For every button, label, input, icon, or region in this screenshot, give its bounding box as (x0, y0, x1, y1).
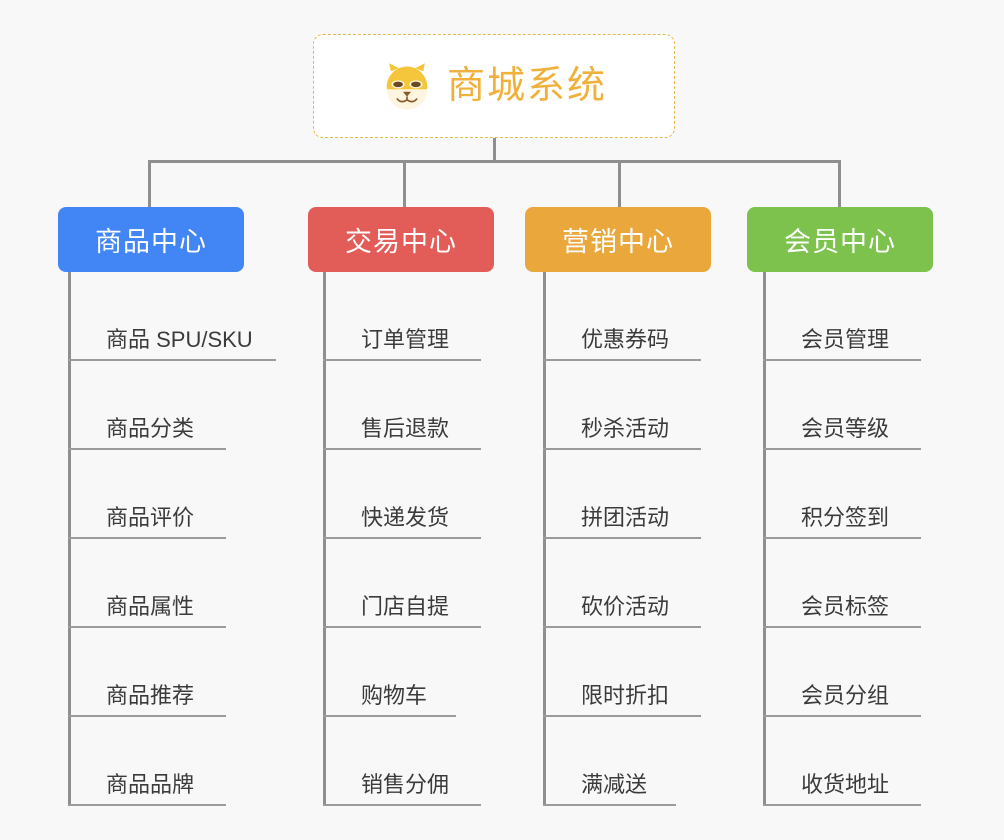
tree-item-underline (323, 448, 481, 450)
tree-item-underline (763, 448, 921, 450)
root-node[interactable]: 商城系统 (313, 34, 675, 138)
tree-item-label: 会员等级 (801, 416, 890, 441)
tree-item-underline (68, 359, 276, 361)
tree-item-label: 商品推荐 (106, 683, 195, 708)
tree-item-underline (543, 359, 701, 361)
tree-item-underline (763, 715, 921, 717)
tree-item-label: 商品 SPU/SKU (106, 327, 253, 352)
connector-drop-1 (148, 160, 151, 207)
tree-item-label: 会员管理 (801, 327, 890, 352)
tree-item-label: 积分签到 (801, 505, 890, 530)
column-rail-marketing (543, 272, 546, 806)
tree-item-label: 满减送 (581, 772, 648, 797)
tree-item-underline (68, 537, 226, 539)
column-header-trade[interactable]: 交易中心 (308, 207, 494, 272)
tree-item-label: 收货地址 (801, 772, 890, 797)
tree-item-underline (68, 715, 226, 717)
tree-item-label: 商品分类 (106, 416, 195, 441)
tree-item-label: 商品评价 (106, 505, 195, 530)
tree-item-underline (323, 715, 456, 717)
tree-item-label: 秒杀活动 (581, 416, 670, 441)
tree-item-label: 订单管理 (361, 327, 450, 352)
tree-item-underline (763, 537, 921, 539)
tree-item-underline (323, 626, 481, 628)
connector-drop-4 (838, 160, 841, 207)
column-header-label: 会员中心 (784, 227, 896, 257)
tree-item-label: 限时折扣 (581, 683, 670, 708)
tree-item-label: 售后退款 (361, 416, 450, 441)
tree-item-underline (68, 804, 226, 806)
tree-item-label: 购物车 (361, 683, 428, 708)
connector-stem (493, 138, 496, 162)
tree-item-label: 拼团活动 (581, 505, 670, 530)
tree-item-underline (543, 626, 701, 628)
connector-drop-2 (403, 160, 406, 207)
tree-item-underline (543, 537, 701, 539)
tree-item-label: 砍价活动 (581, 594, 670, 619)
column-rail-trade (323, 272, 326, 806)
tree-item-underline (543, 448, 701, 450)
tree-item-label: 优惠券码 (581, 327, 670, 352)
connector-drop-3 (618, 160, 621, 207)
tree-item-underline (323, 359, 481, 361)
dog-face-icon (386, 63, 428, 110)
tree-item-underline (323, 537, 481, 539)
column-header-member[interactable]: 会员中心 (747, 207, 933, 272)
tree-item-underline (763, 804, 921, 806)
tree-item-label: 商品属性 (106, 594, 195, 619)
column-header-label: 交易中心 (345, 227, 457, 257)
connector-bus (148, 160, 840, 163)
tree-item-underline (763, 359, 921, 361)
tree-item-label: 商品品牌 (106, 772, 195, 797)
column-header-label: 营销中心 (562, 227, 674, 257)
tree-item-label: 快递发货 (361, 505, 450, 530)
column-header-marketing[interactable]: 营销中心 (525, 207, 711, 272)
tree-item-underline (323, 804, 481, 806)
tree-item-label: 会员标签 (801, 594, 890, 619)
column-header-product[interactable]: 商品中心 (58, 207, 244, 272)
tree-item-underline (68, 626, 226, 628)
tree-item-underline (543, 804, 676, 806)
tree-item-label: 销售分佣 (361, 772, 450, 797)
tree-item-label: 门店自提 (361, 594, 450, 619)
column-rail-member (763, 272, 766, 806)
root-title: 商城系统 (446, 65, 607, 107)
tree-item-underline (543, 715, 701, 717)
column-rail-product (68, 272, 71, 806)
tree-item-label: 会员分组 (801, 683, 890, 708)
tree-item-underline (763, 626, 921, 628)
column-header-label: 商品中心 (95, 227, 207, 257)
tree-item-underline (68, 448, 226, 450)
